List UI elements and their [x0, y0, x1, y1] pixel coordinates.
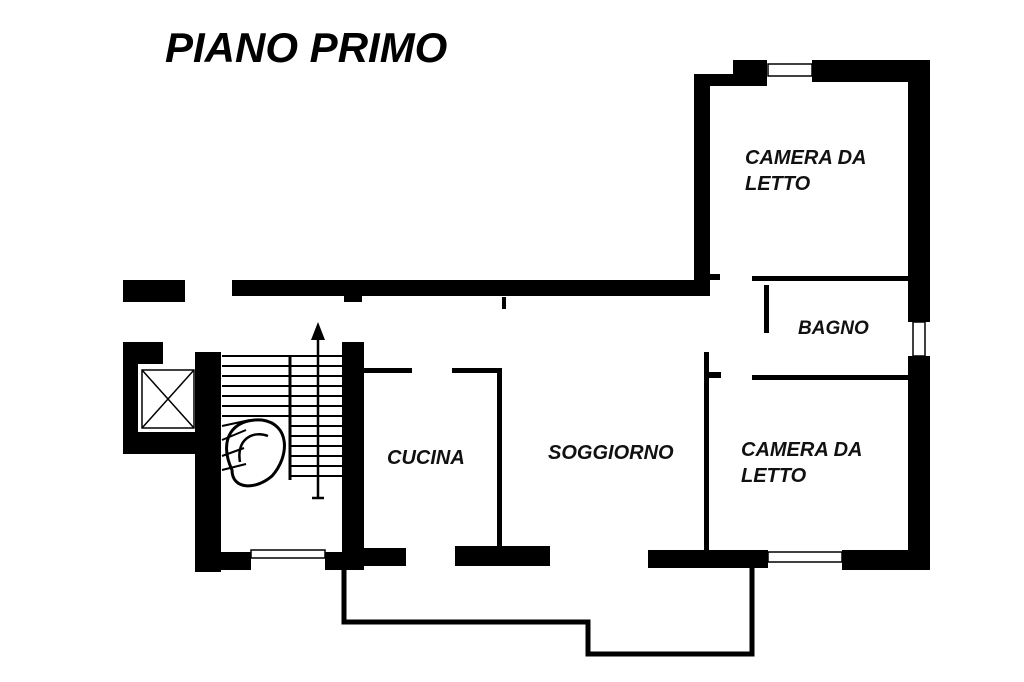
room-label-camera-bottom-line2: LETTO: [741, 465, 807, 487]
wall-bottom-2: [455, 546, 550, 566]
wall-top-stub: [344, 294, 362, 302]
elevator-cab: [141, 369, 195, 429]
partition-kitchen-top-a: [364, 368, 412, 373]
wall-bottom-4: [842, 550, 930, 570]
window-stair: [250, 549, 326, 559]
wall-bottom-3: [648, 550, 768, 568]
stair-arrow-head: [311, 322, 325, 340]
wall-elevator-top: [123, 342, 163, 364]
window-bagno: [912, 321, 926, 357]
room-label-cucina: CUCINA: [387, 447, 465, 469]
wall-stair-left: [195, 352, 221, 572]
door-jamb-bottom: [709, 372, 721, 378]
wall-wing-top-right: [812, 60, 930, 82]
wall-stair-right: [342, 342, 364, 570]
balcony: [341, 566, 755, 657]
room-label-bagno: BAGNO: [798, 318, 869, 339]
wall-wing-top-notch: [733, 60, 767, 86]
wall-elevator-bottom: [138, 432, 206, 454]
wall-wing-left: [694, 74, 710, 296]
partition-bagno-left: [764, 285, 769, 333]
elevator-cross-b: [141, 369, 195, 429]
plan-title: PIANO PRIMO: [165, 24, 447, 71]
wall-top-segment-1: [123, 280, 185, 302]
partition-stub-top: [502, 297, 506, 309]
wall-top-segment-2: [232, 280, 710, 296]
window-frames: [250, 63, 926, 563]
wall-stair-bottom-left: [195, 552, 251, 570]
elevator-shaft: [141, 369, 195, 429]
door-jamb-top: [710, 274, 720, 280]
stair-spiral-inner: [238, 433, 269, 463]
partition-kitchen-living: [497, 370, 502, 550]
wall-elevator-left: [123, 342, 138, 454]
wall-bottom-1: [342, 548, 406, 566]
partition-kitchen-top-b: [452, 368, 502, 373]
staircase: [221, 322, 342, 500]
room-label-camera-top-line1: CAMERA DA: [745, 147, 866, 169]
partition-bagno-bottom: [752, 375, 910, 380]
room-label-camera-top-line2: LETTO: [745, 173, 811, 195]
wall-right-lower: [908, 356, 930, 570]
stair-treads: [221, 355, 342, 477]
room-labels: CAMERA DA LETTO BAGNO CAMERA DA LETTO CU…: [387, 147, 869, 487]
room-label-camera-bottom-line1: CAMERA DA: [741, 439, 862, 461]
partition-living-bedroom: [704, 352, 709, 552]
walls: [123, 60, 930, 572]
window-bedroom-top: [767, 63, 813, 77]
wall-right-upper: [908, 60, 930, 322]
balcony-outline: [341, 566, 755, 657]
room-label-soggiorno: SOGGIORNO: [548, 442, 674, 464]
window-bedroom-bottom: [767, 551, 843, 563]
partition-bagno-top: [752, 276, 910, 281]
stair-spiral: [225, 418, 286, 488]
